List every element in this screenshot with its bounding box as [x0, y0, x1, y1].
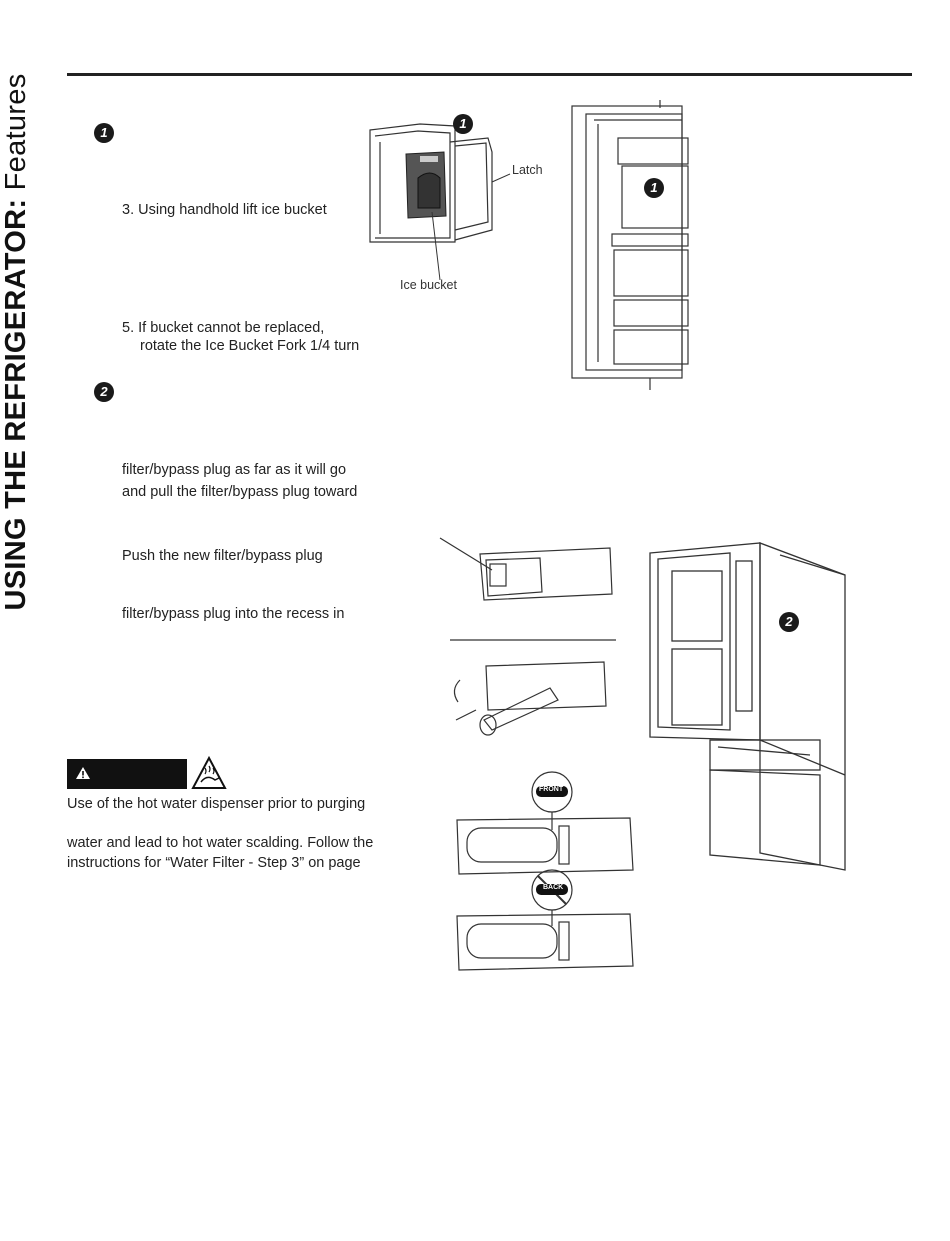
icebucket-callout-1: 1	[453, 114, 473, 134]
icebucket-figure	[369, 123, 511, 281]
icebucket-step-5-line-2: rotate the Ice Bucket Fork 1/4 turn	[140, 338, 360, 354]
icebucket-label: Ice bucket	[400, 278, 457, 292]
fridge-door-open-figure	[649, 542, 846, 871]
section-title-bold: USING THE REFRIGERATOR:	[0, 198, 32, 611]
icebucket-step-5-line-1: 5. If bucket cannot be replaced,	[122, 320, 325, 336]
latch-label: Latch	[512, 163, 543, 177]
header-rule	[67, 73, 912, 76]
fridge-interior-figure	[571, 100, 689, 390]
warning-line-2: water and lead to hot water scalding. Fo…	[67, 835, 374, 851]
fridge-callout-1: 1	[644, 178, 664, 198]
warning-line-3: instructions for “Water Filter - Step 3”…	[67, 855, 361, 871]
filter-text-line-2: and pull the filter/bypass plug toward	[122, 484, 358, 500]
front-label: FRONT	[539, 786, 564, 793]
filter-text-line-1: filter/bypass plug as far as it will go	[122, 462, 347, 478]
filter-orientation-figure	[456, 771, 634, 971]
section-side-title: USING THE REFRIGERATOR: Features	[0, 32, 40, 652]
back-label: BACK	[543, 884, 564, 891]
step-badge-1: 1	[94, 123, 114, 143]
icebucket-step-3: 3. Using handhold lift ice bucket	[122, 202, 327, 218]
warning-triangle-icon	[76, 767, 90, 779]
step-badge-2: 2	[94, 382, 114, 402]
filter-text-line-3: Push the new filter/bypass plug	[122, 548, 323, 564]
fridge-callout-2: 2	[779, 612, 799, 632]
warning-line-1: Use of the hot water dispenser prior to …	[67, 796, 366, 812]
filter-text-line-4: filter/bypass plug into the recess in	[122, 606, 345, 622]
warning-header-bar	[67, 759, 187, 789]
hot-water-scald-icon	[191, 755, 227, 789]
section-title-light: Features	[0, 73, 32, 191]
filter-housing-figure	[439, 537, 616, 736]
